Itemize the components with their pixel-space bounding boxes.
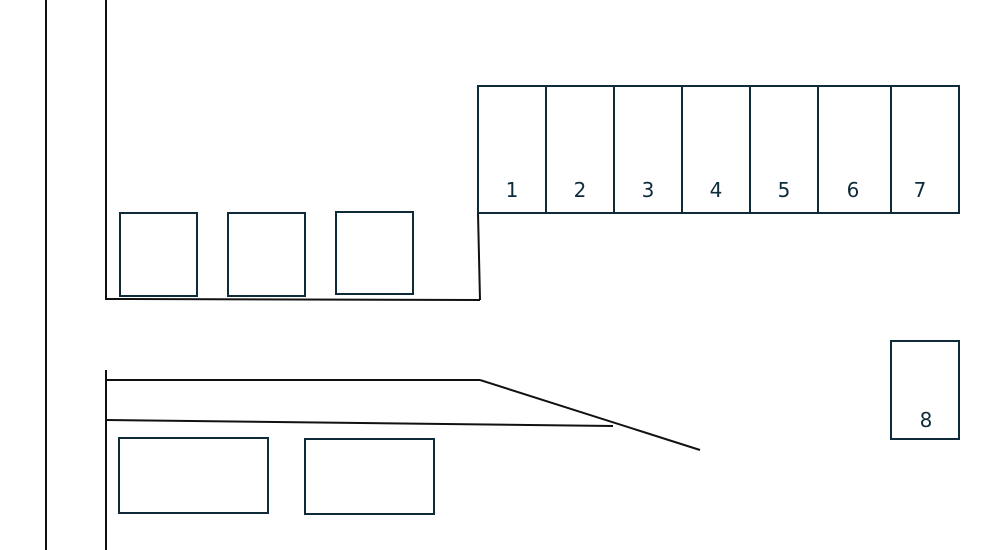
space-8-label: 8 (920, 408, 933, 432)
parking-space-7: 7 (890, 85, 960, 214)
upper-lot-right-line (477, 212, 481, 301)
space-1-label: 1 (506, 178, 519, 202)
space-2-label: 2 (574, 178, 587, 202)
lower-left-block-1 (118, 437, 269, 514)
parking-space-3: 3 (613, 85, 683, 214)
space-5-label: 5 (778, 178, 791, 202)
parking-space-2: 2 (545, 85, 615, 214)
space-6-label: 6 (847, 178, 860, 202)
parking-space-6: 6 (817, 85, 892, 214)
space-7-label: 7 (914, 178, 927, 202)
parking-space-1: 1 (477, 85, 547, 214)
lower-left-block-2 (304, 438, 435, 515)
space-3-label: 3 (642, 178, 655, 202)
upper-left-block-1 (119, 212, 198, 297)
upper-lot-bottom-line (105, 298, 481, 301)
parking-space-5: 5 (749, 85, 819, 214)
upper-left-block-2 (227, 212, 306, 297)
lower-lot-inner-line (105, 419, 614, 427)
diagonal-road-line (479, 379, 701, 451)
parking-space-4: 4 (681, 85, 751, 214)
space-4-label: 4 (710, 178, 723, 202)
upper-left-block-3 (335, 211, 414, 295)
parking-space-8: 8 (890, 340, 960, 440)
